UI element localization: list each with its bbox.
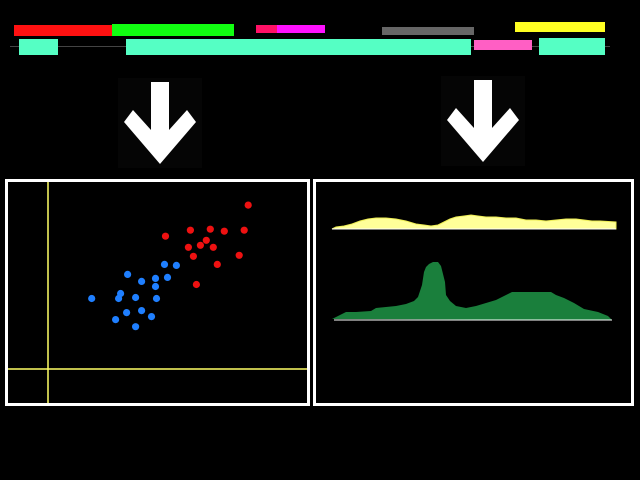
down-arrow-icon (447, 80, 519, 162)
scatter-point-series2-1 (124, 270, 132, 278)
scatter-point-series2-8 (88, 294, 96, 303)
scatter-point-series1-4 (206, 225, 214, 233)
segment-gray (382, 27, 474, 35)
profile-panel (313, 179, 634, 406)
scatter-point-series2-4 (160, 260, 169, 268)
scatter-point-series1-13 (213, 260, 221, 268)
scatter-point-series2-12 (152, 294, 161, 303)
scatter-point-series1-2 (161, 232, 170, 240)
scatter-point-series2-7 (163, 273, 172, 281)
left-arrow (118, 78, 202, 168)
segment-aqua-right (539, 38, 605, 55)
scatter-points (88, 201, 252, 331)
scatter-point-series2-2 (138, 277, 146, 285)
scatter-point-series1-1 (244, 201, 252, 209)
segment-green (112, 24, 234, 36)
scatter-point-series2-15 (112, 316, 120, 324)
scatter-point-series2-13 (123, 309, 131, 317)
segment-pink (474, 40, 532, 50)
scatter-point-series1-10 (209, 243, 217, 251)
segment-aqua-wide (126, 39, 471, 55)
scatter-point-series2-14 (138, 307, 146, 315)
right-arrow (441, 76, 525, 166)
top-profile-area (331, 214, 617, 230)
scatter-point-series1-5 (220, 227, 228, 235)
scatter-panel (5, 179, 310, 406)
segment-yellow (515, 22, 605, 32)
scatter-point-series1-3 (186, 226, 194, 234)
profile-plot (331, 214, 617, 321)
segment-red (14, 25, 112, 36)
scatter-point-series2-16 (147, 313, 156, 321)
bottom-profile-area (332, 262, 612, 320)
scatter-point-series1-6 (240, 226, 248, 234)
scatter-point-series2-5 (172, 261, 180, 269)
segment-aqua-left (19, 39, 58, 55)
scatter-point-series1-14 (192, 280, 200, 289)
scatter-point-series2-11 (132, 293, 140, 302)
scatter-point-series2-10 (115, 294, 123, 303)
scatter-point-series2-3 (151, 282, 160, 291)
segment-crimson (256, 25, 277, 33)
top-strip (0, 0, 640, 70)
scatter-point-series2-6 (151, 274, 160, 282)
down-arrow-icon (124, 82, 196, 164)
scatter-point-series1-7 (202, 236, 210, 244)
scatter-plot (8, 182, 307, 403)
scatter-point-series2-17 (132, 323, 140, 331)
scatter-point-series1-11 (235, 251, 243, 259)
scatter-point-series1-12 (189, 252, 197, 260)
scatter-point-series1-9 (196, 241, 204, 249)
scatter-point-series1-8 (184, 243, 192, 251)
segment-magenta (277, 25, 325, 33)
